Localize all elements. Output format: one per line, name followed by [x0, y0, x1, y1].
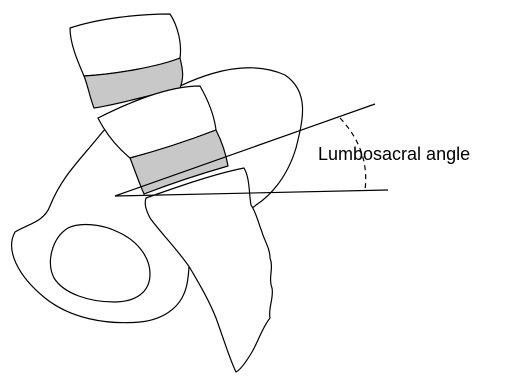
angle-label: Lumbosacral angle	[318, 144, 470, 164]
